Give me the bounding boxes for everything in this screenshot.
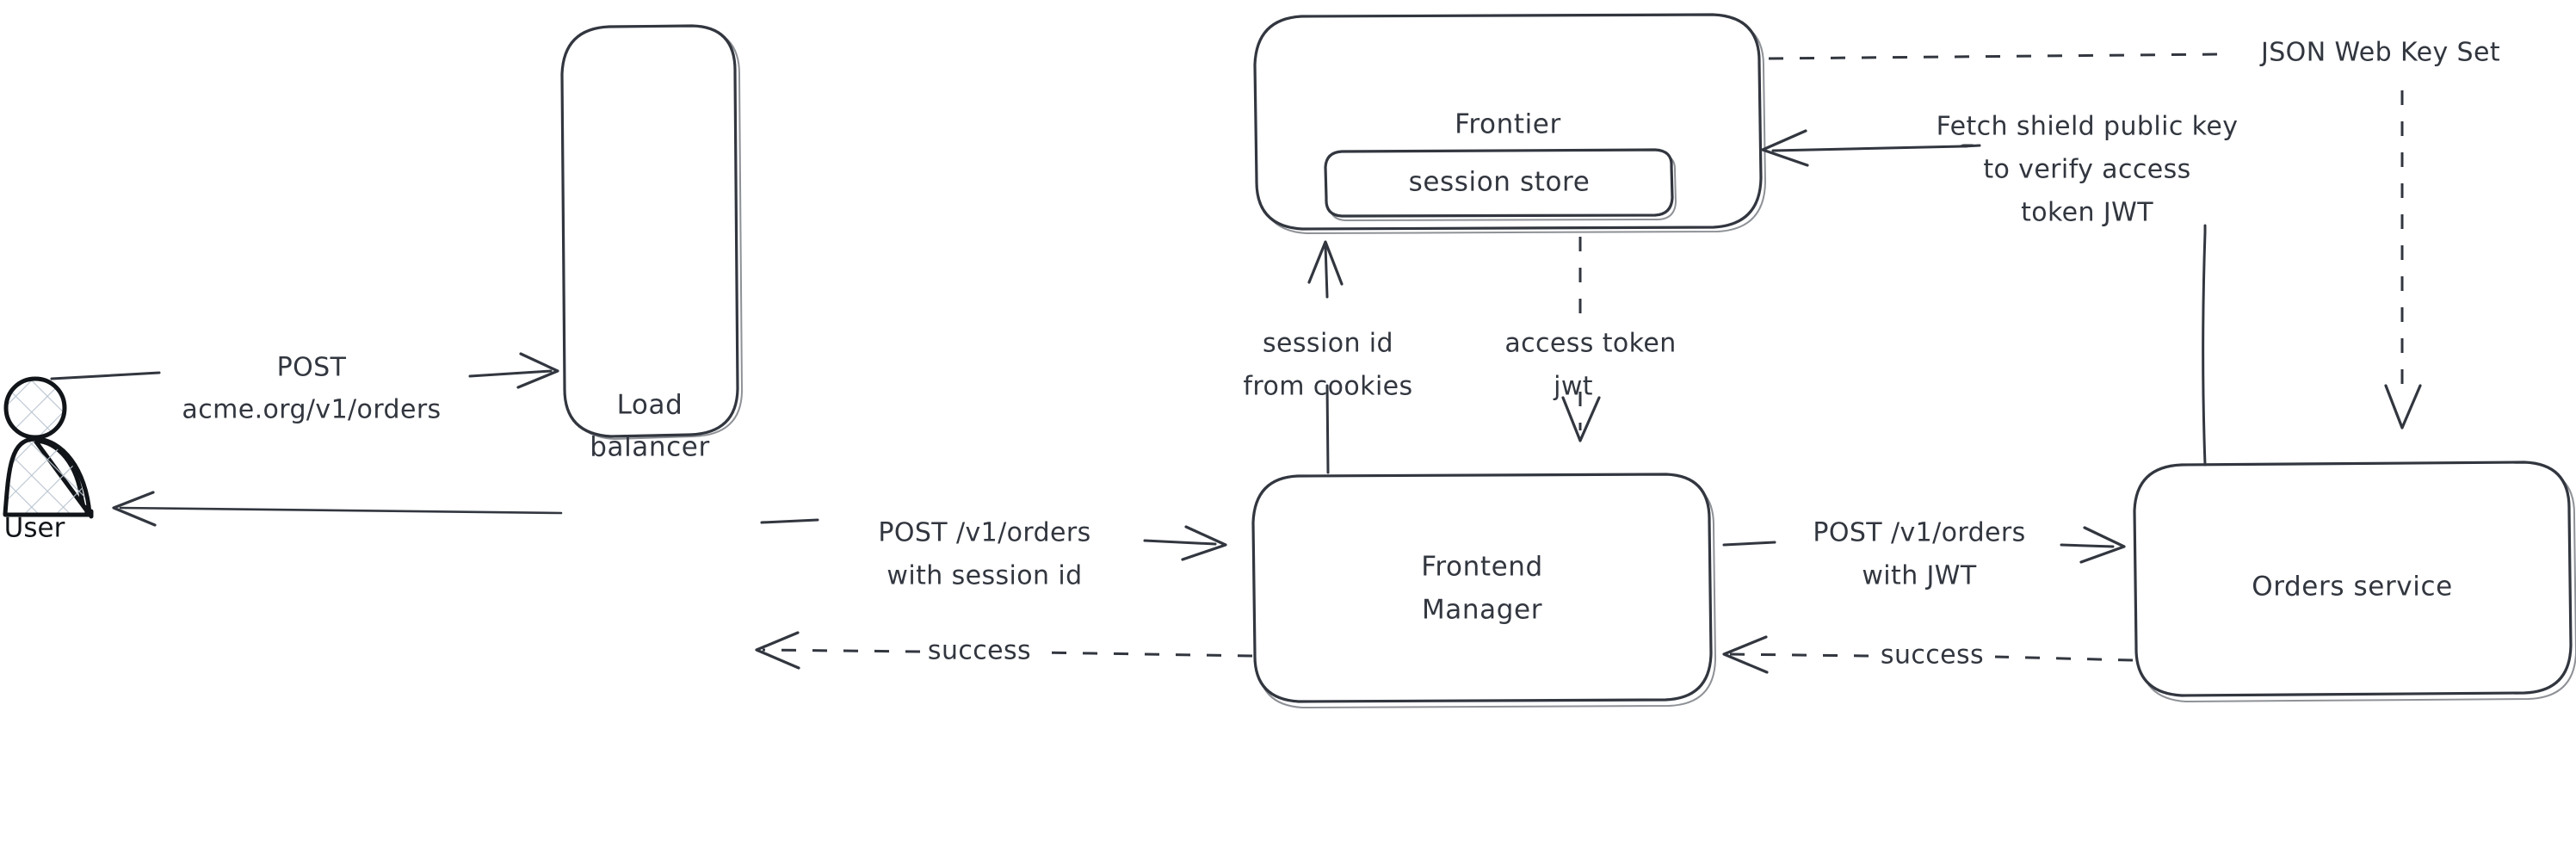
load-balancer-label-line1: Load <box>617 390 683 421</box>
actor-user-label: User <box>4 513 65 544</box>
edge-frontier-to-fm-label-line1: access token <box>1504 329 1676 359</box>
edge-load-balancer-to-user <box>112 491 563 527</box>
edge-frontier-to-frontend-manager: access token jwt <box>1504 237 1676 442</box>
edge-fm-to-lb-line-right <box>1037 651 1253 658</box>
load-balancer-label-line2: balancer <box>590 432 710 463</box>
edge-orders-to-frontier-arrowhead <box>1761 129 1809 167</box>
edge-lb-to-fm-line-left <box>760 518 819 524</box>
edge-lb-to-user-line <box>119 506 563 515</box>
edge-orders-to-fm-label: success <box>1881 640 1984 671</box>
edge-frontier-to-orders-arrowhead <box>2384 384 2422 430</box>
frontend-manager-label-line1: Frontend <box>1421 552 1543 583</box>
person-shoulders-icon <box>3 436 92 517</box>
edge-frontend-manager-to-frontier: session id from cookies <box>1243 240 1412 474</box>
edge-fm-to-frontier-line-upper <box>1324 244 1329 299</box>
edge-frontier-to-fm-arrowhead <box>1561 396 1601 442</box>
edge-orders-to-frontier-label-line1: Fetch shield public key <box>1937 112 2239 142</box>
edge-orders-to-frontier-label-line3: token JWT <box>2021 198 2153 228</box>
node-orders-service[interactable]: Orders service <box>2133 461 2576 702</box>
edge-lb-to-user-arrowhead <box>112 491 157 527</box>
edge-user-to-lb-label-line2: acme.org/v1/orders <box>182 395 441 425</box>
edge-fm-to-orders-label-line1: POST /v1/orders <box>1813 518 2025 548</box>
node-session-store[interactable]: session store <box>1324 148 1677 221</box>
edge-frontend-manager-to-load-balancer: success <box>755 631 1253 670</box>
edge-orders-to-frontier-line-horizontal <box>1959 144 1981 148</box>
frontend-manager-shape <box>1251 473 1713 703</box>
edge-fm-to-orders-arrowhead <box>2079 526 2126 564</box>
edge-user-to-lb-label-line1: POST <box>277 353 347 383</box>
edge-fm-to-lb-line-left <box>762 648 921 653</box>
load-balancer-shape <box>560 24 739 438</box>
edge-lb-to-fm-label-line1: POST /v1/orders <box>878 518 1090 548</box>
edge-frontier-to-orders-label: JSON Web Key Set <box>2259 38 2500 68</box>
frontend-manager-label-line2: Manager <box>1422 595 1542 626</box>
edge-orders-to-fm-arrowhead <box>1722 635 1769 674</box>
edge-frontier-to-fm-label-line2: jwt <box>1553 372 1593 402</box>
edge-orders-to-fm-line-left <box>1729 652 1869 658</box>
edge-frontier-to-orders-service: JSON Web Key Set <box>1768 38 2500 430</box>
edge-orders-service-to-frontend-manager: success <box>1722 635 2134 674</box>
edge-fm-to-frontier-arrowhead <box>1307 240 1344 286</box>
edge-orders-to-frontier-line-to-box <box>1771 145 1964 152</box>
edge-fm-to-orders-line-right <box>2060 543 2115 548</box>
edge-lb-to-fm-label-line2: with session id <box>886 561 1082 591</box>
edge-user-to-lb-line-left <box>50 371 161 380</box>
orders-service-shape <box>2133 461 2573 697</box>
edge-orders-service-to-frontier: Fetch shield public key to verify access… <box>1761 112 2239 467</box>
edge-user-to-lb-arrowhead <box>516 352 559 389</box>
node-frontier[interactable]: Frontier session store <box>1253 13 1766 234</box>
edge-orders-to-fm-line-right <box>1994 655 2134 662</box>
session-store-shape <box>1324 148 1674 218</box>
session-store-label: session store <box>1409 167 1591 198</box>
edge-user-to-load-balancer: POST acme.org/v1/orders <box>50 352 559 425</box>
edge-orders-to-frontier-line <box>2202 224 2207 467</box>
edge-fm-to-orders-label-line2: with JWT <box>1862 561 1976 591</box>
edge-lb-to-fm-arrowhead <box>1181 525 1227 561</box>
actor-user: User <box>3 376 94 544</box>
orders-service-label: Orders service <box>2252 572 2453 603</box>
edge-fm-to-lb-label: success <box>928 636 1031 666</box>
edge-load-balancer-to-frontend-manager: POST /v1/orders with session id <box>760 518 1227 591</box>
edge-user-to-lb-line-right <box>468 369 553 378</box>
edge-fm-to-frontier-label-line1: session id <box>1263 329 1393 359</box>
node-load-balancer[interactable]: Load balancer <box>560 24 743 463</box>
edge-fm-to-frontier-line-lower <box>1325 384 1330 474</box>
person-icon <box>3 376 67 440</box>
edge-frontend-manager-to-orders-service: POST /v1/orders with JWT <box>1722 518 2126 591</box>
edge-lb-to-fm-line-right <box>1143 539 1217 546</box>
edge-orders-to-frontier-label-line2: to verify access <box>1983 155 2190 185</box>
edge-frontier-to-orders-line-horizontal <box>1768 53 2221 60</box>
node-frontend-manager[interactable]: Frontend Manager <box>1251 473 1716 708</box>
edge-fm-to-orders-line-left <box>1722 541 1776 547</box>
frontier-label: Frontier <box>1455 109 1561 140</box>
edge-fm-to-frontier-label-line2: from cookies <box>1243 372 1412 402</box>
edge-fm-to-lb-arrowhead <box>755 631 800 670</box>
